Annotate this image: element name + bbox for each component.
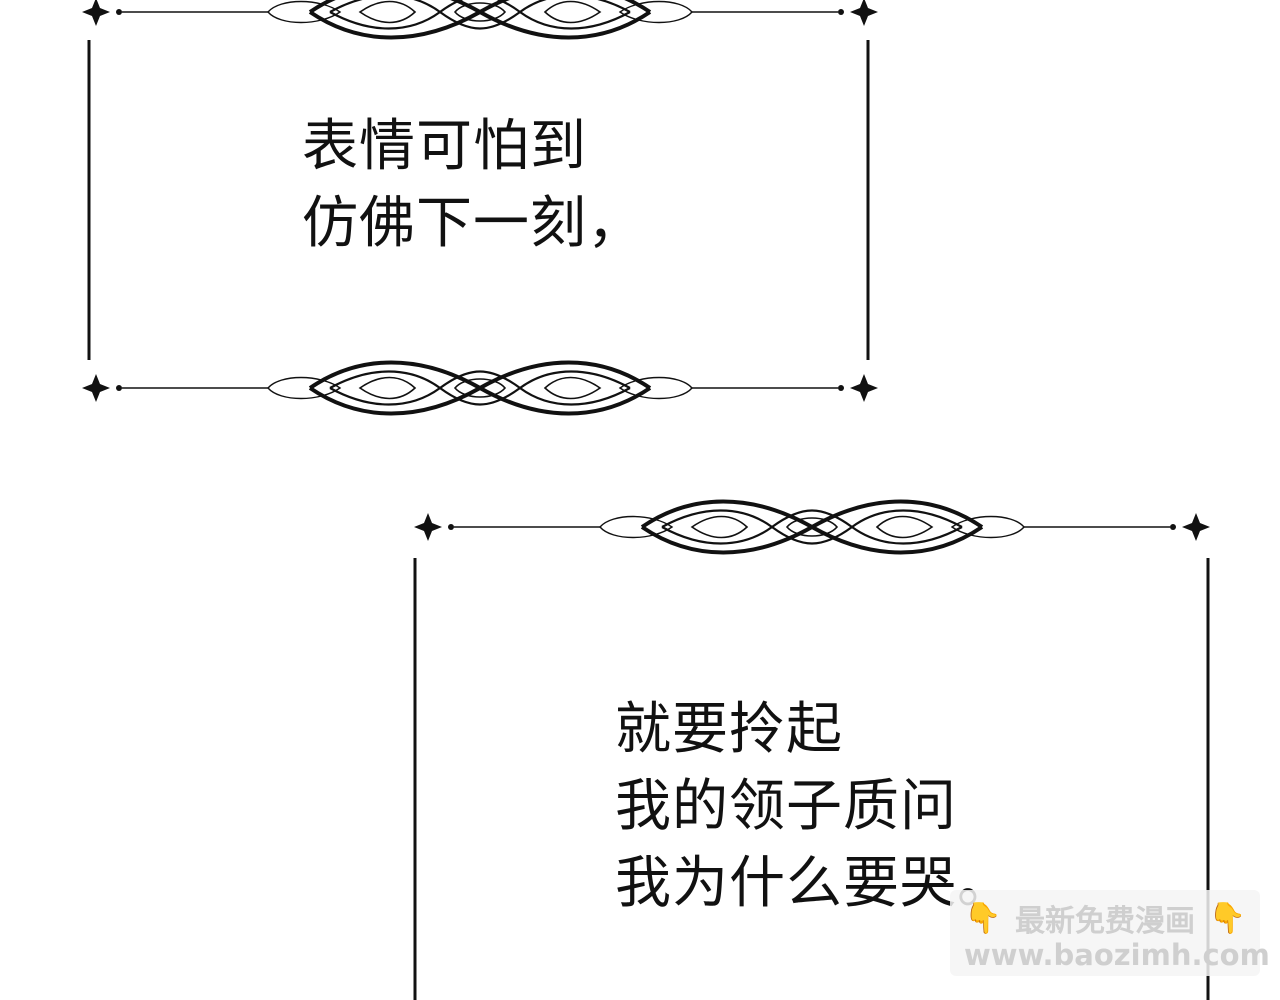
- watermark-title: 最新免费漫画: [1015, 904, 1195, 939]
- panel-2-caption: 就要拎起 我的领子质问 我为什么要哭。: [615, 691, 1014, 922]
- pointing-down-hand-icon: 👇: [1208, 900, 1246, 936]
- site-watermark: 👇 最新免费漫画 👇 www.baozimh.com: [950, 890, 1270, 976]
- panel-1-caption: 表情可怕到 仿佛下一刻，: [302, 108, 644, 262]
- panel-1-bottom-ornament: [80, 360, 880, 416]
- panel-1-frame: [80, 0, 880, 416]
- pointing-down-hand-icon: 👇: [964, 900, 1002, 936]
- caption-line: 我为什么要哭。: [615, 851, 1014, 916]
- watermark-url: www.baozimh.com: [964, 938, 1270, 972]
- caption-line: 表情可怕到: [302, 114, 587, 179]
- caption-line: 我的领子质问: [615, 774, 957, 839]
- panel-2-top-ornament: [412, 499, 1212, 555]
- caption-line: 仿佛下一刻，: [302, 191, 644, 256]
- caption-line: 就要拎起: [615, 697, 843, 762]
- panel-1-top-ornament: [80, 0, 880, 40]
